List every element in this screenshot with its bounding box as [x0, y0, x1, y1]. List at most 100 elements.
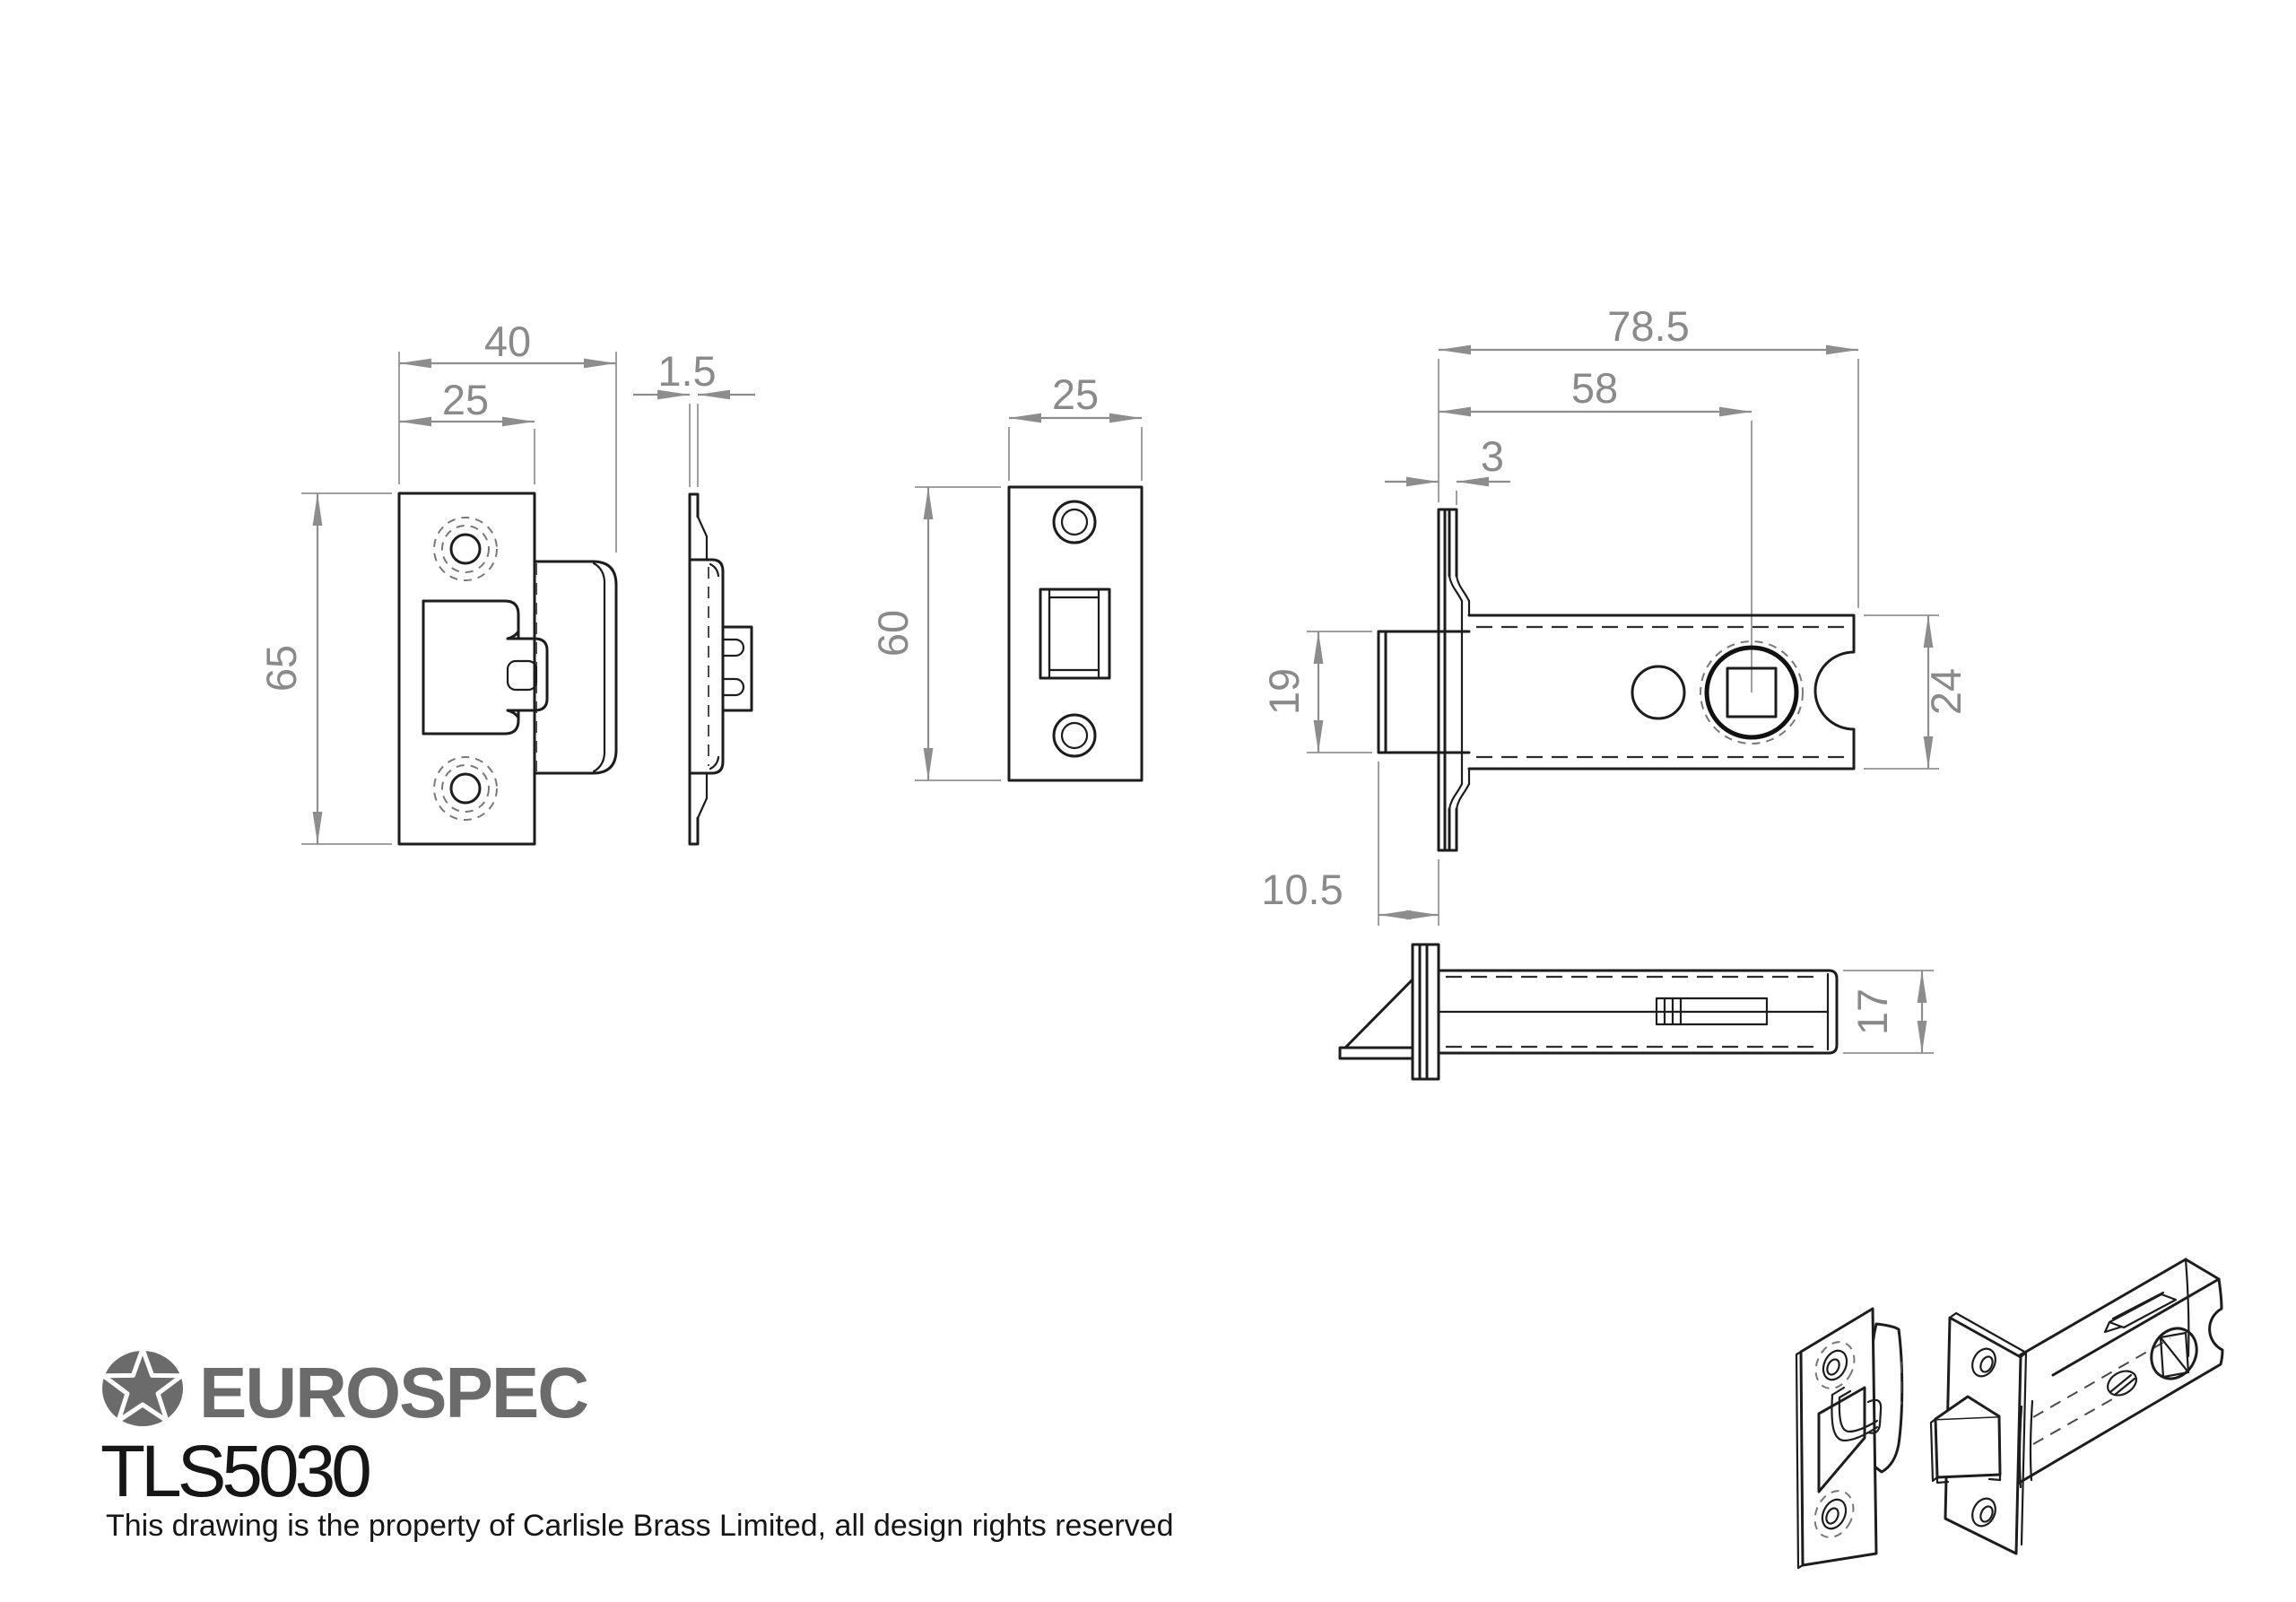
hole-outer [1971, 1347, 1996, 1378]
iso-strike-keep-edges [1831, 1386, 1852, 1399]
latch-side-view: 78.5 58 3 19 24 10.5 [1260, 302, 1970, 926]
logo-star-icon [100, 1346, 185, 1424]
hole-inner [1826, 1358, 1840, 1376]
hole-countersink [1813, 1490, 1855, 1538]
dim-width: 25 [1052, 370, 1099, 418]
hole-outer [1971, 1497, 1996, 1528]
screw-hole-top [449, 533, 482, 565]
latch-isometric [1929, 1258, 2224, 1555]
strike-plate-outline [397, 492, 536, 846]
strike-lip-curl-edge [592, 562, 606, 773]
latch-case-hole [1631, 665, 1686, 720]
hole-outer [1822, 1349, 1848, 1381]
strike-side-plate [688, 492, 700, 846]
iso-strike-screw-hole-top [1814, 1341, 1856, 1389]
iso-strike-plate [1799, 1307, 1878, 1567]
bottom-spring-detail [1655, 997, 1769, 1026]
iso-case-dashed-2 [2032, 1395, 2119, 1445]
faceplate-screw-hole-bottom-inner [1060, 721, 1089, 750]
hole-inner [1979, 1355, 1994, 1373]
dim-thickness: 1.5 [657, 347, 716, 395]
extension-lines [301, 352, 617, 845]
dim-case-height: 24 [1922, 668, 1970, 715]
iso-case-top-far [2051, 1277, 2221, 1377]
product-code: TLS5030 [100, 1431, 370, 1512]
iso-latch-screw-hole-top [1971, 1347, 1996, 1378]
extension-lines [1307, 359, 1939, 926]
iso-faceplate-thickness [1948, 1311, 2028, 1546]
iso-case-top-near [2018, 1258, 2187, 1357]
bottom-case-outline [1437, 969, 1839, 1055]
dim-bolt-height: 19 [1260, 668, 1308, 715]
iso-bolt-thickness [1929, 1395, 1970, 1483]
iso-case-behind-plate [2018, 1399, 2034, 1489]
strike-plate-front-view: 40 25 65 [257, 318, 618, 846]
bottom-bolt-wedge [1338, 978, 1414, 1060]
faceplate-screw-hole-bottom-outer [1052, 713, 1097, 758]
iso-top-slot [2103, 1291, 2178, 1334]
extension-lines [689, 404, 699, 487]
dim-height: 60 [869, 610, 917, 657]
strike-plate-side-view: 1.5 [633, 347, 755, 846]
latch-bottom-view: 17 [1338, 943, 1934, 1081]
iso-follower-square [2159, 1331, 2190, 1379]
iso-strike-keep-inner [1838, 1396, 1879, 1433]
bottom-faceplate-edge [1411, 943, 1440, 1081]
iso-case-end-edge [2184, 1258, 2190, 1358]
dim-overall-length: 78.5 [1607, 302, 1689, 350]
strike-side-pad-curl [709, 562, 720, 771]
dim-backset: 58 [1571, 364, 1618, 412]
iso-strike-keep-tab [1866, 1398, 1883, 1434]
iso-strike-screw-hole-bottom [1813, 1490, 1855, 1538]
faceplate-bolt-face [1048, 596, 1100, 672]
iso-strike-plate-thickness [1795, 1350, 1805, 1570]
iso-bolt-front [1934, 1415, 2002, 1479]
strike-side-prong-top [721, 638, 745, 657]
faceplate-screw-hole-top-outer [1052, 500, 1097, 544]
strike-opening [422, 599, 520, 736]
strike-plate-isometric [1795, 1307, 1904, 1570]
iso-case-dashed-1 [2032, 1337, 2171, 1418]
hole-inner [1979, 1505, 1994, 1523]
dim-bolt-projection: 10.5 [1261, 866, 1343, 913]
faceplate-bolt-opening [1039, 588, 1111, 680]
extension-lines [915, 427, 1143, 781]
follower-dashed-ring [1700, 640, 1804, 744]
iso-case-hole-lines [2109, 1373, 2136, 1397]
hole-countersink [1814, 1341, 1856, 1389]
iso-follower-boss [2150, 1327, 2198, 1380]
dim-faceplate-thickness: 3 [1481, 432, 1504, 480]
iso-bolt-feet [1935, 1473, 2002, 1484]
iso-case-hole [2107, 1370, 2137, 1397]
strike-side-bent-tabs [696, 515, 709, 820]
strike-side-prong-bottom [721, 677, 745, 697]
strike-side-pad [688, 558, 725, 775]
strike-keep-notch [506, 659, 538, 692]
screw-hole-bottom-countersink-inner [441, 764, 490, 813]
iso-latch-screw-hole-bottom [1971, 1497, 1996, 1528]
dim-case-depth: 17 [1848, 988, 1896, 1035]
screw-hole-top-countersink-inner [441, 525, 490, 573]
latch-faceplate-jogs [1448, 574, 1471, 811]
faceplate-outline [1007, 485, 1144, 782]
iso-case-end [2014, 1258, 2224, 1486]
faceplate-front-view: 25 60 [869, 370, 1144, 782]
follower-square-hole [1726, 666, 1778, 718]
strike-side-box [721, 625, 753, 712]
latch-faceplate-edge [1437, 508, 1458, 852]
latch-faceplate-inner-lines [1460, 599, 1471, 786]
brand-name: EUROSPEC [199, 1353, 587, 1432]
iso-strike-opening [1817, 1386, 1866, 1493]
screw-hole-bottom-countersink-outer [433, 756, 498, 821]
strike-keep-tab [506, 637, 549, 712]
bottom-spring-coils [1663, 997, 1683, 1026]
hole-outer [1821, 1498, 1848, 1530]
branding-block: EUROSPEC TLS5030 This drawing is the pro… [100, 1346, 1174, 1543]
screw-hole-bottom [449, 772, 482, 805]
dim-plate-width: 25 [442, 376, 489, 423]
latch-bolt-side [1377, 630, 1471, 754]
follower-circle [1704, 645, 1799, 740]
dim-height: 65 [257, 645, 305, 692]
